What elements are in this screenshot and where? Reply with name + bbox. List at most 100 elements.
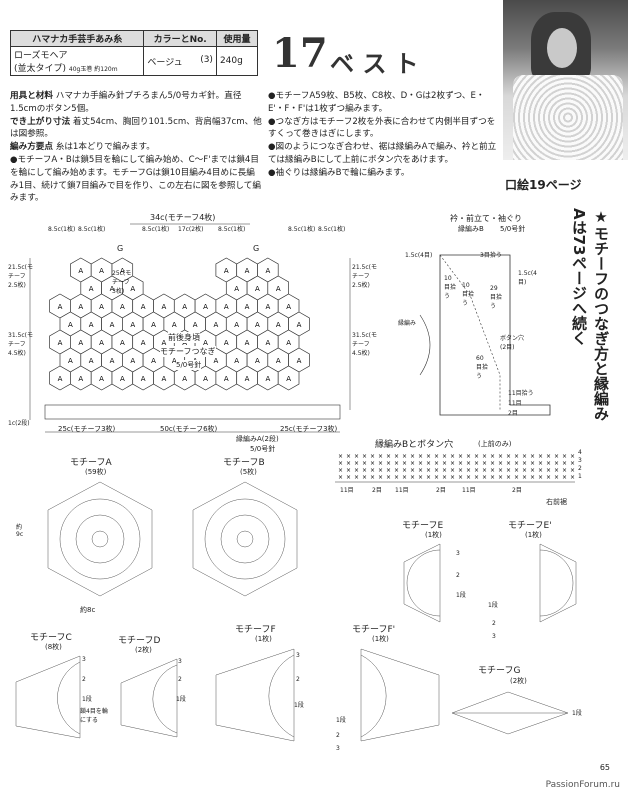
edging-b-stitch: ×: [554, 474, 559, 481]
motif-g-diagram: [451, 691, 569, 735]
edging-b-row-3: 3: [578, 457, 582, 464]
motif-hex-letter: A: [276, 321, 281, 329]
motif-e-row-1: 1段: [456, 592, 466, 599]
center-label: 前後身頃: [168, 332, 200, 343]
motif-a-ring-mid: [75, 514, 125, 564]
edging-b-row-4: 4: [578, 449, 582, 456]
motif-hex-letter: A: [245, 267, 250, 275]
side-label-10: 11目: [508, 400, 522, 407]
edging-b-stitch: ×: [554, 467, 559, 474]
motif-c-diagram: [15, 655, 81, 739]
yarn-spec: 40g玉巻 約120m: [68, 66, 118, 73]
motif-f2-arc: [360, 654, 387, 738]
edging-b-count-3: 11目: [395, 487, 409, 494]
motif-hex-letter: A: [276, 285, 281, 293]
motif-f-diagram: [215, 648, 295, 742]
motif-hex-letter: A: [58, 339, 63, 347]
method-label: 編み方要点: [10, 142, 53, 153]
motif-a-ring-outer: [59, 498, 141, 580]
motif-hex-letter: A: [182, 339, 187, 347]
method-step-3: ●つなぎ方はモチーフ2枚を外表に合わせて内側半目ずつをすくって巻きはぎにします。: [268, 116, 496, 140]
edging-b-stitch: ×: [434, 474, 439, 481]
side-sub: 縁編みB: [458, 225, 484, 233]
edging-b-stitch: ×: [554, 460, 559, 467]
edging-b-stitch: ×: [498, 453, 503, 460]
edging-b-stitch: ×: [346, 453, 351, 460]
color-no: (3): [200, 54, 213, 65]
motif-f-row-2: 2: [296, 676, 300, 683]
edging-b-stitch: ×: [474, 453, 479, 460]
edging-b-chart: ××××××××××××××××××××××××××××××××××××××××…: [335, 453, 575, 483]
edging-b-stitch: ×: [546, 460, 551, 467]
vest-shape: [513, 75, 623, 160]
motif-hex-letter: A: [245, 303, 250, 311]
edging-b-stitch: ×: [394, 474, 399, 481]
edging-b-stitch: ×: [490, 467, 495, 474]
motif-hex-letter: A: [234, 321, 239, 329]
motif-hex-letter: A: [162, 339, 167, 347]
bottom-measure-2: 50c(モチーフ6枚): [160, 425, 218, 433]
edging-b-stitch: ×: [442, 467, 447, 474]
motif-hex-letter: A: [182, 303, 187, 311]
shoulder-measure-6: 8.5c(1枚): [288, 226, 316, 233]
side-label-1: 1.5c(4目): [405, 252, 433, 259]
shoulder-measure-5: 8.5c(1枚): [218, 226, 246, 233]
edging-b-stitch: ×: [522, 453, 527, 460]
page-number: 65: [599, 763, 610, 772]
front-edge-diagram: [419, 254, 551, 416]
motif-hex-letter: A: [224, 303, 229, 311]
motif-hex-letter: A: [110, 357, 115, 365]
edging-b-stitch: ×: [410, 453, 415, 460]
edging-b-stitch: ×: [570, 467, 575, 474]
motif-e2-row-2: 2: [492, 620, 496, 627]
edging-b-stitch: ×: [482, 453, 487, 460]
motif-e-row-3: 3: [456, 550, 460, 557]
motif-hex-letter: A: [286, 375, 291, 383]
motif-c-arc: [57, 661, 81, 735]
edging-b-stitches: ××××××××××××××××××××××××××××××××××××××××…: [338, 453, 575, 481]
motif-hex-letter: A: [234, 357, 239, 365]
motif-f-outline: [215, 648, 295, 742]
motif-d-row-1: 1段: [176, 696, 186, 703]
edging-b-stitch: ×: [570, 474, 575, 481]
motif-hex-letter: A: [213, 357, 218, 365]
motif-f2-count: (1枚): [372, 635, 389, 643]
edging-b-stitch: ×: [442, 460, 447, 467]
motif-f2-row-2: 2: [336, 732, 340, 739]
face-shape: [547, 28, 577, 68]
edging-b-stitch: ×: [418, 467, 423, 474]
motif-hex-letter: A: [89, 321, 94, 329]
edging-b-stitch: ×: [418, 474, 423, 481]
edging-b-count-5: 11目: [462, 487, 476, 494]
motif-d-name: モチーフD: [118, 636, 161, 646]
motif-hex-letter: A: [120, 375, 125, 383]
edging-b-stitch: ×: [458, 460, 463, 467]
side-left-edge: 1c(2段): [8, 420, 30, 427]
side-label-4: 10目拾う: [462, 282, 475, 307]
edging-b-stitch: ×: [466, 467, 471, 474]
edging-b-count-1: 11目: [340, 487, 354, 494]
edging-b-count-2: 2目: [372, 487, 382, 494]
edging-b-stitch: ×: [458, 453, 463, 460]
motif-f-arc: [268, 654, 295, 738]
side-label-12: 縁編み: [398, 320, 417, 327]
edging-b-stitch: ×: [442, 474, 447, 481]
motif-a-ring-center: [91, 530, 109, 548]
edging-b-stitch: ×: [498, 460, 503, 467]
motif-hex-letter: A: [151, 357, 156, 365]
edging-b-stitch: ×: [370, 453, 375, 460]
edging-b-stitch: ×: [362, 453, 367, 460]
motif-hex-letter: A: [78, 375, 83, 383]
edging-b-stitch: ×: [410, 467, 415, 474]
yarn-table: ハマナカ手芸手あみ糸 カラーとNo. 使用量 ローズモヘア (並太タイプ) 40…: [9, 30, 259, 76]
shoulder-measure-4: 17c(2枚): [178, 226, 204, 233]
motif-d-row-2: 2: [178, 676, 182, 683]
edging-a-label: 縁編みA(2段): [236, 435, 279, 443]
edging-b-stitch: ×: [490, 453, 495, 460]
motif-hex-letter: A: [213, 321, 218, 329]
edging-b-stitch: ×: [338, 474, 343, 481]
motif-a-outline: [47, 481, 153, 597]
edging-b-stitch: ×: [346, 467, 351, 474]
edging-b-stitch: ×: [562, 467, 567, 474]
motif-hex-letter: A: [130, 321, 135, 329]
